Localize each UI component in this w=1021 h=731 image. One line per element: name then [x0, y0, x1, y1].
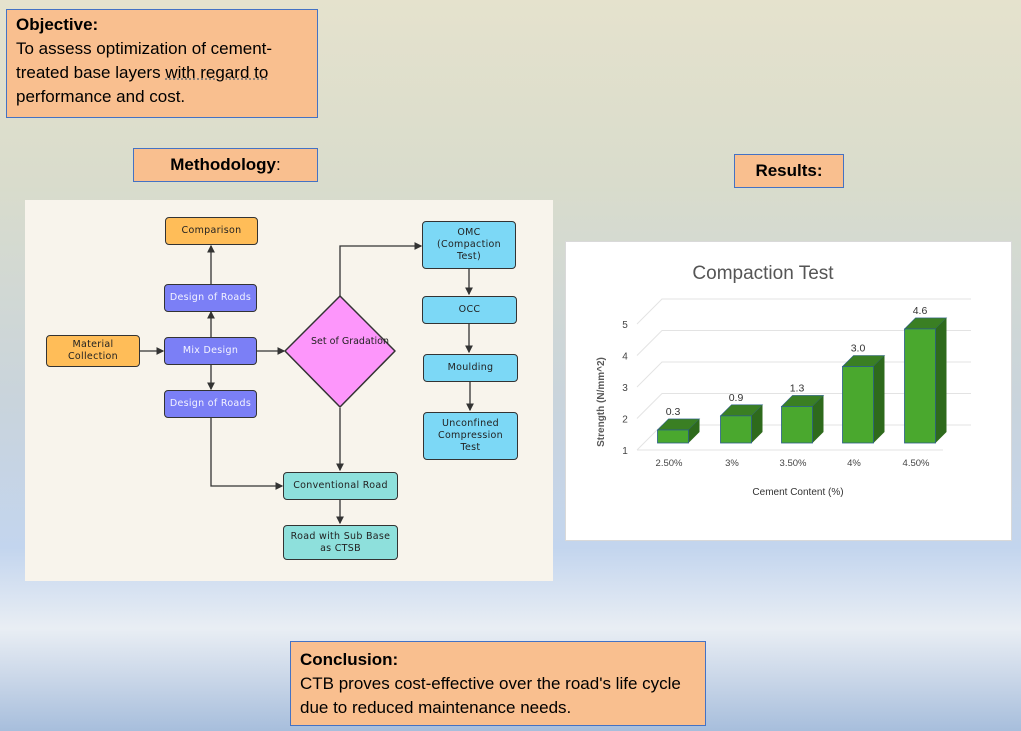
results-box: Results:: [734, 154, 844, 188]
node-mix-design: Mix Design: [164, 337, 257, 365]
node-set-of-gradation: Set of Gradation: [311, 336, 389, 347]
data-label: 3.0: [851, 343, 866, 355]
methodology-box: Methodology:: [133, 148, 318, 182]
bar-front: [720, 415, 752, 444]
arrow-design-to-conventional: [210, 417, 284, 490]
x-tick-label: 2.50%: [656, 458, 683, 469]
objective-heading: Objective:: [16, 15, 99, 34]
node-design-of-roads-top: Design of Roads: [164, 284, 257, 312]
results-heading: Results:: [755, 161, 823, 180]
bar-side: [688, 418, 700, 443]
conclusion-heading: Conclusion:: [300, 650, 399, 669]
bar: 0.9: [719, 392, 764, 444]
chart-title: Compaction Test: [692, 263, 834, 284]
data-label: 0.9: [729, 392, 744, 404]
objective-text-underlined: with regard to: [165, 63, 269, 82]
node-conventional-road: Conventional Road: [283, 472, 398, 500]
compaction-test-chart: Compaction Test Strength (N/mm^2) Cement…: [565, 241, 1012, 541]
y-tick-label: 3: [622, 383, 628, 394]
x-tick-label: 3%: [725, 458, 739, 469]
data-label: 0.3: [666, 406, 681, 418]
methodology-flowchart: Comparison Design of Roads Material Coll…: [25, 200, 553, 581]
bar: 3.0: [841, 343, 886, 444]
node-omc: OMC (Compaction Test): [422, 221, 516, 269]
bar: 1.3: [780, 382, 825, 444]
bar: 4.6: [903, 305, 948, 444]
flowchart-connectors: [139, 242, 474, 525]
x-axis-label: Cement Content (%): [752, 487, 843, 498]
node-design-of-roads-bottom: Design of Roads: [164, 390, 257, 418]
bar-side: [812, 395, 824, 443]
x-tick-label: 4%: [847, 458, 861, 469]
conclusion-box: Conclusion: CTB proves cost-effective ov…: [290, 641, 706, 726]
bar: 0.3: [656, 406, 701, 444]
y-tick-label: 1: [622, 446, 628, 457]
node-comparison: Comparison: [165, 217, 258, 245]
objective-box: Objective: To assess optimization of cem…: [6, 9, 318, 118]
node-moulding: Moulding: [423, 354, 518, 382]
chart-svg: Compaction Test Strength (N/mm^2) Cement…: [596, 263, 971, 498]
x-tick-label: 4.50%: [903, 458, 930, 469]
methodology-heading: Methodology: [170, 155, 277, 174]
y-axis-label: Strength (N/mm^2): [596, 357, 607, 447]
conclusion-text: CTB proves cost-effective over the road'…: [300, 674, 681, 717]
gridline: [636, 298, 971, 325]
bar-front: [842, 366, 874, 444]
gridline: [636, 330, 971, 356]
bar-side: [935, 317, 947, 443]
data-label: 4.6: [913, 305, 928, 317]
node-occ: OCC: [422, 296, 517, 324]
x-tick-label: 3.50%: [780, 458, 807, 469]
node-road-with-ctsb: Road with Sub Base as CTSB: [283, 525, 398, 560]
node-material-collection: Material Collection: [46, 335, 140, 367]
node-unconfined-compression-test: Unconfined Compression Test: [423, 412, 518, 460]
y-tick-label: 2: [622, 415, 628, 426]
arrow-gradation-to-omc: [339, 242, 423, 296]
objective-text: To assess optimization of cement-treated…: [16, 39, 273, 82]
y-tick-label: 4: [622, 352, 628, 363]
bar-side: [873, 355, 885, 443]
bar-front: [904, 328, 936, 444]
gradation-diamond: [284, 295, 396, 408]
y-tick-label: 5: [622, 320, 628, 331]
bar-side: [751, 404, 763, 443]
bar-front: [657, 429, 689, 444]
objective-text-end: performance and cost.: [16, 87, 186, 106]
data-label: 1.3: [790, 382, 805, 394]
bar-front: [781, 406, 813, 444]
methodology-colon: :: [276, 155, 281, 174]
